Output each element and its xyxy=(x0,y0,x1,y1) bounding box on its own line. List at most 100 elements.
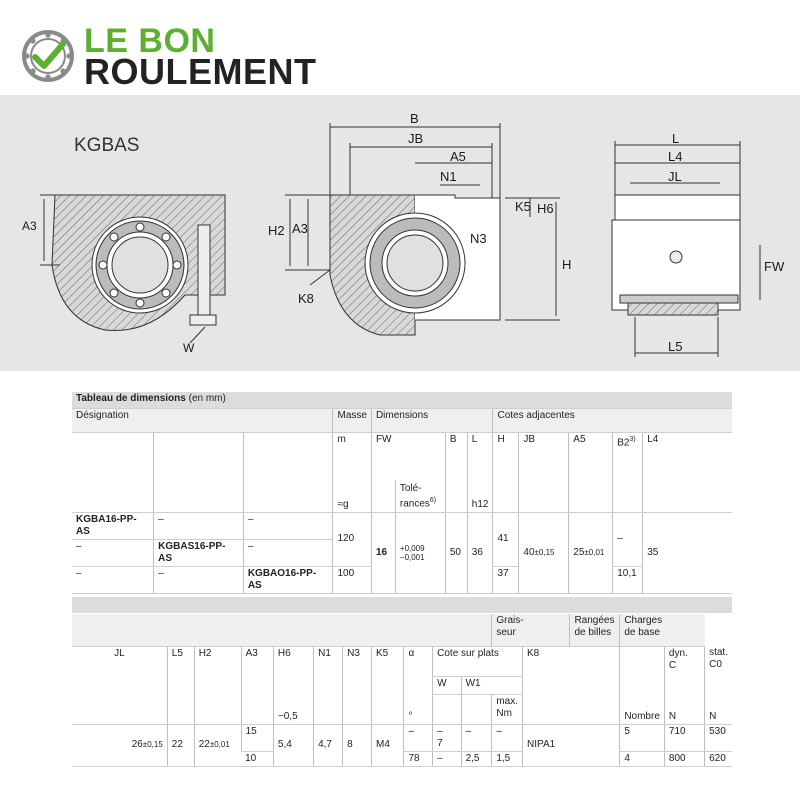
stat-530: 530 xyxy=(704,724,732,752)
h-h6: H6 xyxy=(272,646,314,676)
dim-label-l5: L5 xyxy=(668,339,683,354)
l4-value: 35 xyxy=(642,512,732,594)
h-nombre: Nombre xyxy=(619,694,665,725)
technical-drawing: KGBAS A3 W B JB A5 N1 K5 H6 H2 A3 N3 H K… xyxy=(0,95,800,371)
h-l5: L5 xyxy=(166,646,195,676)
row3-d3: KGBAO16-PP-AS xyxy=(242,566,333,594)
dim-label-jl: JL xyxy=(668,169,682,184)
dim-label-a5: A5 xyxy=(450,149,466,164)
l5-value: 22 xyxy=(166,724,195,767)
dim-label-a3-mid: A3 xyxy=(292,221,308,236)
h-b: B xyxy=(444,432,468,480)
brand-line1: LE BON xyxy=(84,22,216,60)
row2-d3: – xyxy=(242,539,333,567)
dyn-800: 800 xyxy=(663,751,705,767)
rangees-4: 4 xyxy=(619,751,665,767)
product-code: KGBAS xyxy=(74,135,140,156)
a3-15: 15 xyxy=(240,724,274,752)
h2-value: 22±0,01 xyxy=(193,724,242,767)
h-k5: K5 xyxy=(370,646,404,676)
h-h: H xyxy=(492,432,519,480)
n1-value: 4,7 xyxy=(313,724,343,767)
h-h2: H2 xyxy=(193,646,242,676)
h-h6-tol: −0,5 xyxy=(272,694,314,725)
h-41: 41 xyxy=(492,512,519,567)
dim-label-n1: N1 xyxy=(440,169,457,184)
jl-value: 26±0,15 xyxy=(72,724,168,767)
h-tolerances: Tolé-rances6) xyxy=(394,480,446,513)
h-a5: A5 xyxy=(568,432,613,480)
row3-d2: – xyxy=(153,566,244,594)
row1-d1: KGBA16-PP-AS xyxy=(72,512,154,540)
dim-label-h: H xyxy=(562,257,572,272)
dim-label-k5: K5 xyxy=(515,199,531,214)
drawing-svg xyxy=(40,123,761,357)
h-h12: h12 xyxy=(466,480,493,513)
h-a3: A3 xyxy=(240,646,274,676)
h-w: W xyxy=(432,676,462,695)
row2-d2: KGBAS16-PP-AS xyxy=(153,539,244,567)
dim-label-n3: N3 xyxy=(470,231,487,246)
h-k8: K8 xyxy=(522,646,620,676)
nm-15: 1,5 xyxy=(491,751,523,767)
jb-value: 40±0,15 xyxy=(518,512,569,594)
h-masse: Masse xyxy=(332,408,372,433)
h-cotes: Cotes adjacentes xyxy=(492,408,732,433)
row2-d1: – xyxy=(72,539,154,567)
h-l: L xyxy=(466,432,493,480)
h6-value: 5,4 xyxy=(272,724,314,767)
n3-value: 8 xyxy=(342,724,372,767)
alpha-78: 78 xyxy=(403,751,433,767)
brand-line2: ROULEMENT xyxy=(84,51,317,92)
l-value: 36 xyxy=(466,512,493,594)
fw-tolerance: +0,009−0,001 xyxy=(394,512,446,594)
w-dash: –7 xyxy=(432,724,462,752)
header: LE BON ROULEMENT xyxy=(0,0,800,95)
h-dimensions: Dimensions xyxy=(370,408,493,433)
h-designation: Désignation xyxy=(72,408,333,433)
dim-label-h2: H2 xyxy=(268,223,285,238)
alpha-dash: – xyxy=(403,724,433,752)
h-stat: stat.C0 xyxy=(704,646,732,676)
h-jl: JL xyxy=(114,647,125,659)
dim-label-b: B xyxy=(410,111,419,126)
b-value: 50 xyxy=(444,512,468,594)
h-jb: JB xyxy=(518,432,569,480)
fw-value: 16 xyxy=(370,512,396,594)
row1-d2: – xyxy=(153,512,244,540)
h-m: m xyxy=(332,432,372,480)
h-n1: N1 xyxy=(313,646,343,676)
dim-label-jb: JB xyxy=(408,131,424,146)
h-n-unit2: N xyxy=(704,694,732,725)
h-cote-plats: Cote sur plats xyxy=(432,646,523,677)
w1-25: 2,5 xyxy=(460,751,492,767)
rangees-5: 5 xyxy=(619,724,665,752)
masse-120: 120 xyxy=(332,512,372,567)
k5-value: M4 xyxy=(370,724,404,767)
h-graisseur: Grais-seur xyxy=(491,614,570,647)
h-n3: N3 xyxy=(342,646,372,676)
h-dyn: dyn.C xyxy=(663,646,705,676)
dim-label-l4: L4 xyxy=(668,149,683,164)
w1-dash: – xyxy=(460,724,492,752)
h-max-nm: max.Nm xyxy=(491,694,523,725)
h-approx-g: ≈g xyxy=(332,480,372,513)
h-alpha: α xyxy=(403,646,433,676)
h-l4: L4 xyxy=(642,432,732,480)
housing-view3-top xyxy=(614,194,741,221)
dim-label-w: W xyxy=(183,341,195,355)
row3-d1: – xyxy=(72,566,154,594)
dyn-710: 710 xyxy=(663,724,705,752)
masse-100: 100 xyxy=(332,566,372,594)
b2-dash: – xyxy=(612,512,643,567)
table1-title: Tableau de dimensions (en mm) xyxy=(72,392,732,409)
h-deg: ° xyxy=(403,694,433,725)
a3-10: 10 xyxy=(241,751,274,767)
h-fw: FW xyxy=(370,432,446,480)
dim-label-fw: FW xyxy=(764,259,785,274)
bearing-check-icon xyxy=(22,30,74,82)
dimensions-table: Tableau de dimensions (en mm) Désignatio… xyxy=(72,392,732,594)
